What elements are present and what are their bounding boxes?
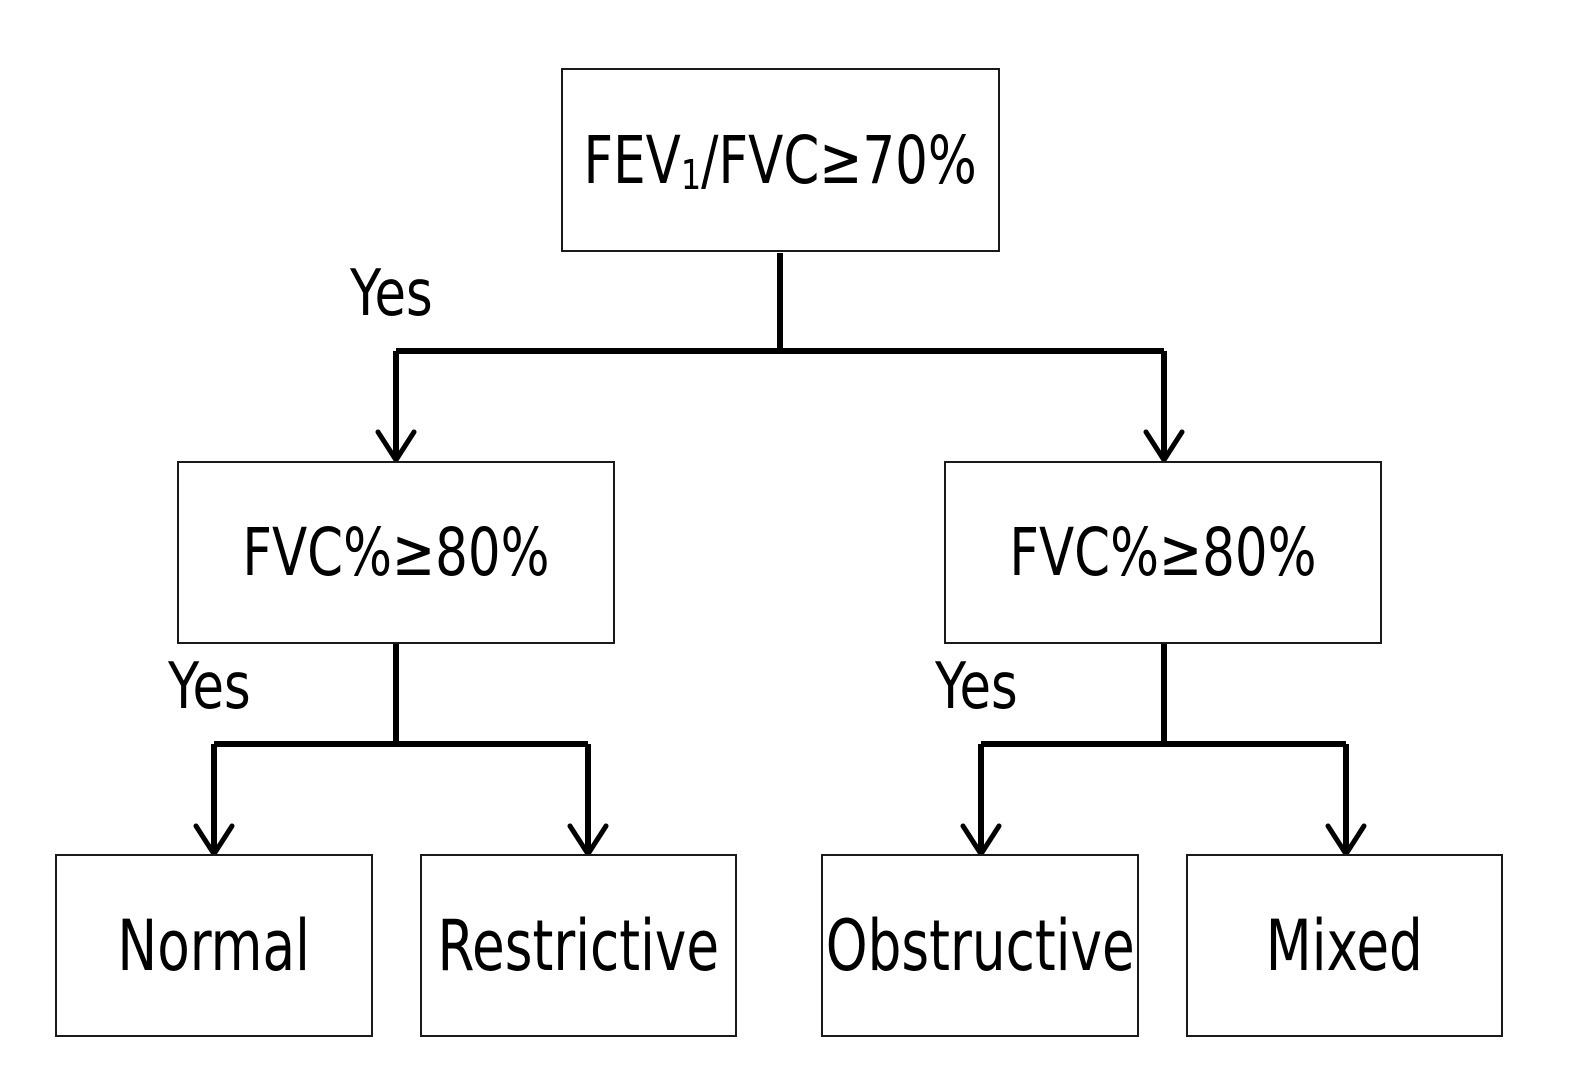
edge-label-root-yes: Yes	[350, 257, 433, 331]
arrowhead-right-decision	[1143, 429, 1185, 463]
right-decision-label: FVC%≥80%	[1009, 514, 1317, 591]
outcome-obstructive-label: Obstructive	[825, 904, 1135, 987]
arrowhead-left-decision	[375, 429, 417, 463]
edge-label-right-yes: Yes	[935, 650, 1018, 724]
outcome-obstructive-box: Obstructive	[821, 854, 1139, 1037]
outcome-mixed-label: Mixed	[1265, 904, 1424, 987]
outcome-mixed-box: Mixed	[1186, 854, 1503, 1037]
root-decision-label: FEV1/FVC≥70%	[583, 121, 978, 199]
left-decision-box: FVC%≥80%	[177, 461, 615, 644]
left-decision-label: FVC%≥80%	[242, 514, 550, 591]
outcome-normal-label: Normal	[117, 904, 311, 987]
outcome-restrictive-box: Restrictive	[420, 854, 737, 1037]
outcome-restrictive-label: Restrictive	[437, 904, 720, 987]
root-decision-box: FEV1/FVC≥70%	[561, 68, 1000, 252]
right-decision-box: FVC%≥80%	[944, 461, 1382, 644]
outcome-normal-box: Normal	[55, 854, 373, 1037]
edge-label-left-yes: Yes	[168, 650, 251, 724]
